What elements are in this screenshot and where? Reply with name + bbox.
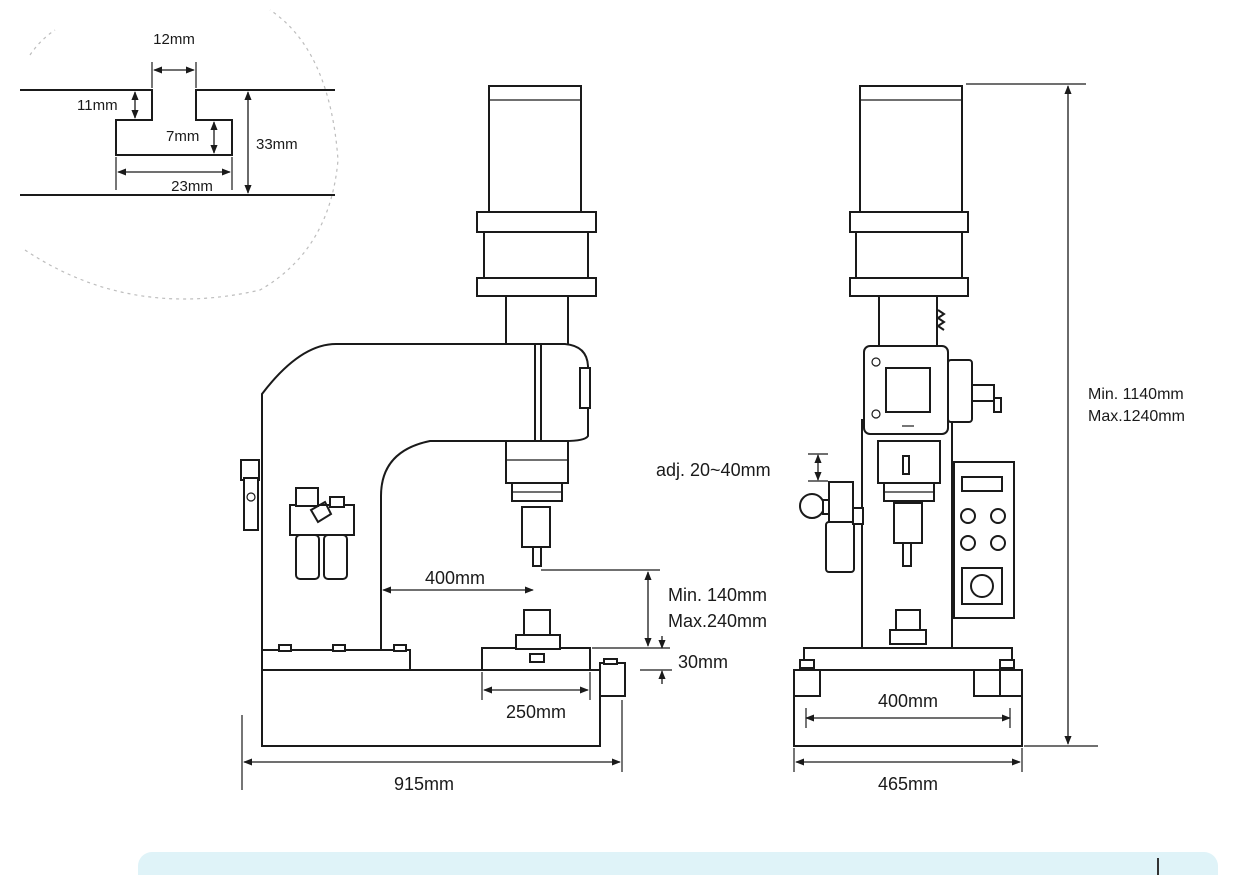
side-regulator xyxy=(828,481,854,523)
front-collar-body xyxy=(483,231,589,279)
front-spindle-housing xyxy=(505,440,569,484)
side-filter-bowl xyxy=(825,521,855,573)
footer-band xyxy=(138,852,1218,875)
front-tool-holder xyxy=(521,506,551,548)
side-pressure-gauge xyxy=(799,493,825,519)
front-frame-foot xyxy=(261,649,411,671)
side-panel-display xyxy=(961,476,1003,492)
side-collar-upper xyxy=(849,211,969,233)
front-head-handle xyxy=(579,367,591,409)
side-riveting-tool xyxy=(902,543,912,567)
front-regulator xyxy=(289,504,355,536)
dim-stroke-max: Max.240mm xyxy=(668,611,767,631)
dim-slot-neck-width: 12mm xyxy=(153,31,195,48)
dim-adjustment: adj. 20~40mm xyxy=(656,460,771,480)
front-collar-lower xyxy=(476,277,597,297)
side-collar-body xyxy=(855,231,963,279)
front-fixture-base xyxy=(515,634,561,650)
dim-slot-head-width: 23mm xyxy=(171,178,213,195)
front-riveting-tool xyxy=(532,547,542,567)
side-emergency-button xyxy=(970,574,994,598)
side-handwheel xyxy=(947,359,973,423)
side-work-table xyxy=(803,647,1013,671)
footer-tick xyxy=(1157,858,1159,875)
dim-height-min: Min. 1140mm xyxy=(1088,386,1184,403)
dim-slot-head-height: 7mm xyxy=(166,128,199,145)
t-slot-profile xyxy=(20,89,335,156)
front-cylinder xyxy=(488,85,582,213)
front-view: 400mm Min. 140mm Max.240mm 30mm 250mm 91… xyxy=(240,85,767,794)
dim-side-table-width: 400mm xyxy=(878,691,938,711)
t-slot-detail: 12mm 11mm 7mm 33mm 23mm xyxy=(20,9,339,300)
front-neck xyxy=(505,295,569,347)
dim-base-width: 465mm xyxy=(878,774,938,794)
side-neck xyxy=(878,295,938,347)
dim-slot-neck-depth: 11mm xyxy=(77,97,118,114)
side-collar-lower xyxy=(849,277,969,297)
dim-table-thickness: 30mm xyxy=(678,652,728,672)
dim-height-max: Max.1240mm xyxy=(1088,408,1185,425)
side-cylinder xyxy=(859,85,963,213)
front-table-block xyxy=(599,662,626,697)
dim-throat-depth: 400mm xyxy=(425,568,485,588)
front-fixture xyxy=(523,609,551,636)
side-view: adj. 20~40mm 400mm 465mm Min. 1140mm Max… xyxy=(656,83,1185,794)
dim-stroke-min: Min. 140mm xyxy=(668,585,767,605)
front-base xyxy=(261,669,601,747)
side-tool-holder xyxy=(893,502,923,544)
dim-base-length: 915mm xyxy=(394,774,454,794)
dim-front-table-width: 250mm xyxy=(506,702,566,722)
side-fixture xyxy=(895,609,921,631)
dim-slot-total-depth: 33mm xyxy=(256,136,298,153)
front-collar-upper xyxy=(476,211,597,233)
side-head-window xyxy=(885,367,931,413)
